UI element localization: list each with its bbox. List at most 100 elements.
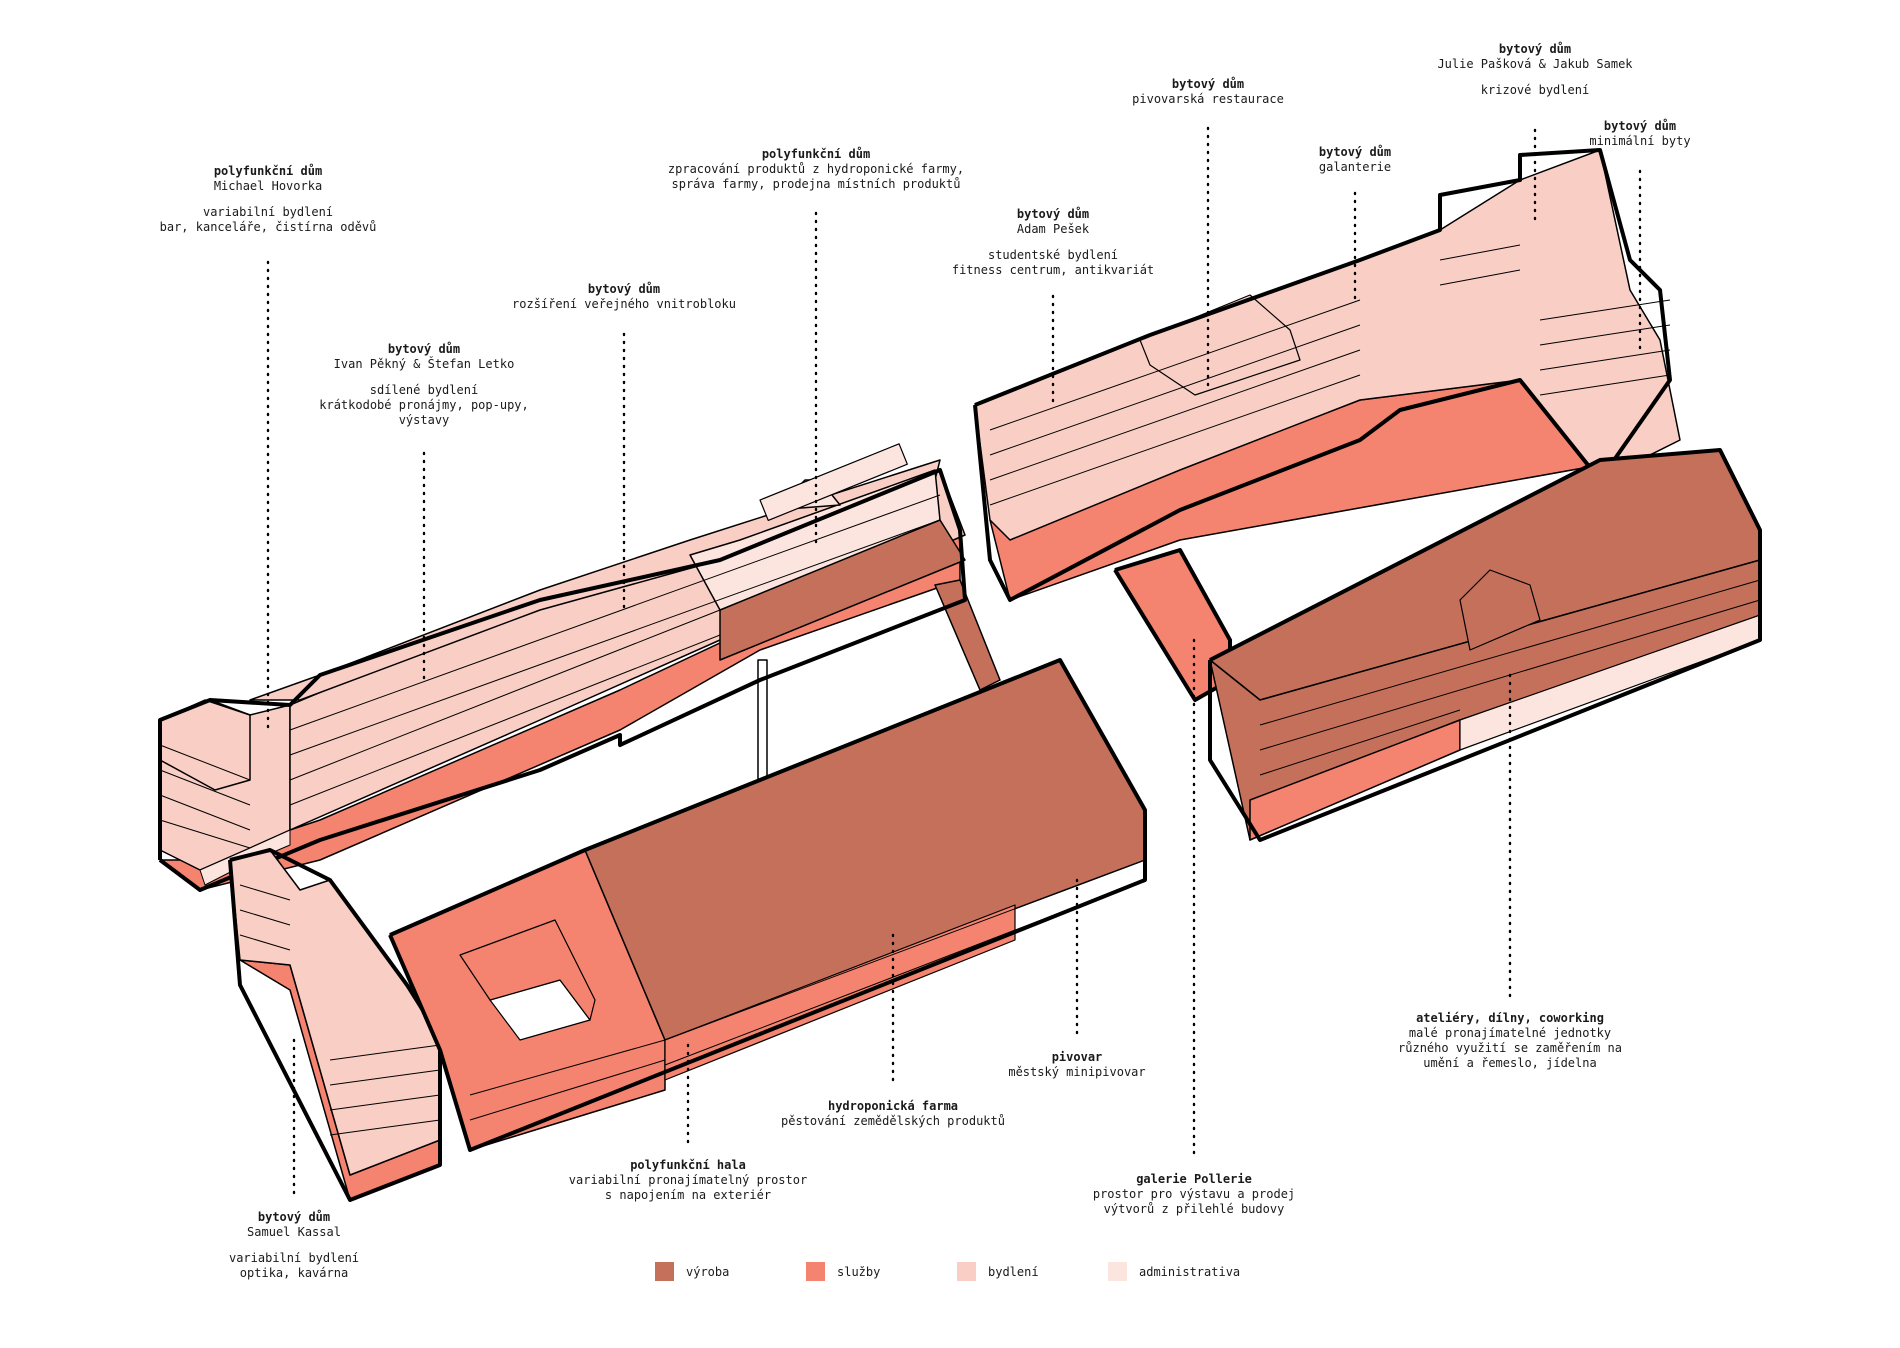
legend-swatch-bydleni: [957, 1262, 976, 1281]
legend-swatch-sluzby: [806, 1262, 825, 1281]
label-line: variabilní pronajímatelný prostor: [568, 1173, 808, 1187]
southwest-wing: [228, 848, 442, 1202]
label-title: polyfunkční hala: [630, 1158, 746, 1172]
ateliery-roof-dormer: [1459, 569, 1541, 651]
legend-swatch-vyroba: [655, 1262, 674, 1281]
label-line: výtvorů z přilehlé budovy: [1103, 1202, 1285, 1216]
label-line: různého využití se zaměřením na: [1398, 1041, 1622, 1055]
label-title: pivovar: [1051, 1050, 1103, 1064]
label-title: bytový dům: [1016, 207, 1090, 221]
legend-item-vyroba: výroba: [655, 1262, 729, 1281]
label-line: fitness centrum, antikvariát: [951, 263, 1155, 277]
floor-lines-left: [159, 494, 941, 849]
label-title: bytový dům: [587, 282, 661, 296]
label-line: malé pronajímatelné jednotky: [1408, 1026, 1612, 1040]
hall-and-farm: [388, 658, 1147, 1152]
bridge-connector: [934, 579, 1001, 691]
floor-lines-farm: [469, 859, 1146, 1121]
label-title: bytový dům: [1498, 42, 1572, 56]
right-block-south: [1113, 448, 1762, 842]
label-title: bytový dům: [1603, 119, 1677, 133]
label-line: výstavy: [398, 413, 450, 427]
legend-item-bydleni: bydlení: [957, 1262, 1039, 1281]
hall-farm-outline: [388, 658, 1147, 1152]
legend-swatch-administrativa: [1108, 1262, 1127, 1281]
label-title: bytový dům: [1171, 77, 1245, 91]
label-line: správa farmy, prodejna místních produktů: [671, 177, 961, 191]
label-line: optika, kavárna: [239, 1266, 349, 1280]
label-line: variabilní bydlení: [228, 1251, 360, 1265]
label-line: variabilní bydlení: [202, 205, 334, 219]
left-block: [158, 443, 1001, 892]
label-line: zpracování produktů z hydroponické farmy…: [667, 162, 965, 176]
label-line: pivovarská restaurace: [1132, 92, 1284, 106]
kassal-outline: [228, 848, 442, 1202]
label-title: bytový dům: [257, 1210, 331, 1224]
label-title: hydroponická farma: [827, 1099, 959, 1113]
label-line: městský minipivovar: [1008, 1065, 1146, 1079]
label-title: bytový dům: [387, 342, 461, 356]
label-title: bytový dům: [1318, 145, 1392, 159]
label-line: [229, 1240, 359, 1251]
label-title: galerie Pollerie: [1136, 1172, 1252, 1186]
label-line: [1437, 72, 1632, 83]
label-line: studentské bydlení: [987, 248, 1119, 262]
floor-lines-north: [989, 244, 1671, 506]
label-line: [160, 194, 377, 205]
label-line: sdílené bydlení: [369, 383, 479, 397]
roof-skylight: [759, 443, 908, 521]
legend-label: služby: [837, 1264, 881, 1279]
floor-lines-kassal: [239, 884, 441, 1136]
left-block-outline: [158, 468, 967, 892]
label-line: krátkodobé pronájmy, pop-upy,: [319, 398, 529, 412]
label-line: Julie Pašková & Jakub Samek: [1437, 57, 1633, 71]
legend-label: administrativa: [1139, 1264, 1241, 1279]
label-title: ateliéry, dílny, coworking: [1416, 1011, 1604, 1025]
galerie-pollerie-strip: [1114, 549, 1231, 701]
label-line: galanterie: [1318, 160, 1392, 174]
label-line: bar, kanceláře, čistírna oděvů: [159, 220, 377, 234]
label-line: [952, 237, 1154, 248]
label-line: [319, 372, 529, 383]
leader-lines: [266, 126, 1642, 1197]
label-line: prostor pro výstavu a prodej: [1092, 1187, 1296, 1201]
label-line: Michael Hovorka: [213, 179, 323, 193]
label-line: rozšíření veřejného vnitrobloku: [512, 297, 736, 311]
label-line: pěstování zemědělských produktů: [781, 1114, 1005, 1128]
label-title: polyfunkční dům: [761, 147, 871, 161]
north-outline: [973, 148, 1672, 602]
legend-label: bydlení: [988, 1264, 1039, 1279]
label-title: polyfunkční dům: [213, 164, 323, 178]
label-line: Adam Pešek: [1016, 222, 1090, 236]
label-line: krizové bydlení: [1480, 83, 1590, 97]
label-line: s napojením na exteriér: [604, 1188, 772, 1202]
legend-item-administrativa: administrativa: [1108, 1262, 1240, 1281]
legend-item-sluzby: služby: [806, 1262, 880, 1281]
label-line: umění a řemeslo, jídelna: [1423, 1056, 1597, 1070]
right-block-north: [973, 148, 1681, 602]
hall-courtyard-rim: [459, 919, 596, 1021]
label-line: minimální byty: [1589, 134, 1691, 148]
label-line: Samuel Kassal: [247, 1225, 341, 1239]
label-line: Ivan Pěkný & Štefan Letko: [333, 357, 515, 371]
ateliery-outline: [1208, 448, 1762, 842]
legend-label: výroba: [686, 1264, 730, 1279]
north-roof-structure: [1139, 294, 1301, 396]
